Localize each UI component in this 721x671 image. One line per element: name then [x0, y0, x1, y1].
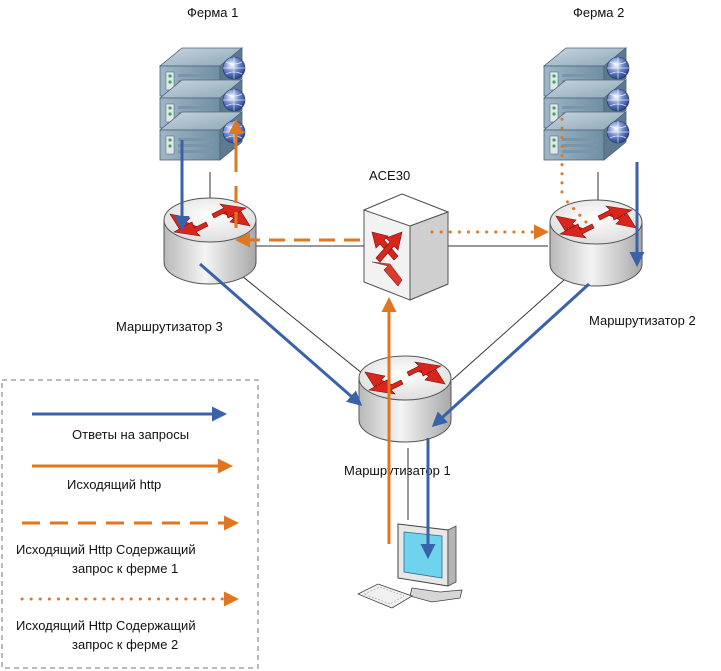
ace30-label: ACE30 [369, 168, 410, 183]
http-farm1-dashed-arrow [234, 196, 360, 248]
legend-farm1-request: Исходящий Http Содержащий запрос к ферме… [16, 515, 239, 576]
client-computer-icon [357, 523, 463, 609]
legend-farm2-request: Исходящий Http Содержащий запрос к ферме… [16, 591, 239, 652]
router1-icon [358, 355, 452, 443]
router2-icon [549, 199, 643, 287]
farm1-server-icon [159, 47, 246, 161]
svg-text:Исходящий http: Исходящий http [67, 477, 161, 492]
http-farm2-dotted-arrow [430, 116, 588, 240]
ace30-switch-icon [362, 193, 450, 301]
router2-label: Маршрутизатор 2 [589, 313, 696, 328]
http-arrows [228, 119, 397, 544]
legend-responses: Ответы на запросы [32, 406, 227, 442]
farm1-label: Ферма 1 [187, 5, 238, 20]
farm2-label: Ферма 2 [573, 5, 624, 20]
router1-label: Маршрутизатор 1 [344, 463, 451, 478]
response-arrows [174, 140, 645, 559]
svg-text:запрос к ферме 2: запрос к ферме 2 [72, 637, 178, 652]
router3-label: Маршрутизатор 3 [116, 319, 223, 334]
legend-outgoing-http: Исходящий http [32, 458, 233, 492]
svg-text:Исходящий Http Содержащий: Исходящий Http Содержащий [16, 542, 196, 557]
legend: Ответы на запросы Исходящий http Исходящ… [1, 379, 259, 669]
svg-text:Ответы на запросы: Ответы на запросы [72, 427, 189, 442]
network-links [209, 172, 599, 520]
farm2-server-icon [543, 47, 630, 161]
svg-text:Исходящий Http Содержащий: Исходящий Http Содержащий [16, 618, 196, 633]
svg-text:запрос к ферме 1: запрос к ферме 1 [72, 561, 178, 576]
